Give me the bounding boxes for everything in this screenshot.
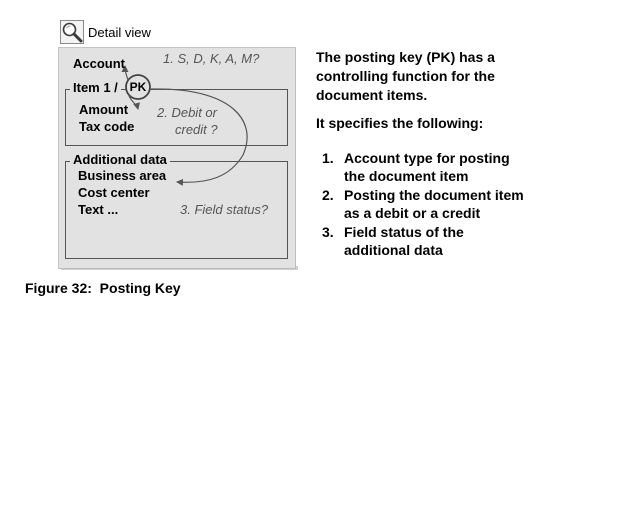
debit-credit-note-line1: 2. Debit or	[157, 105, 217, 120]
list-item-line2: as a debit or a credit	[344, 205, 481, 221]
text-label: Text ...	[78, 202, 119, 217]
account-type-options: 1. S, D, K, A, M?	[163, 51, 260, 66]
debit-credit-note-line2: credit ?	[175, 122, 218, 137]
field-status-note: 3. Field status?	[180, 202, 269, 217]
list-item-line1: Account type for posting	[344, 150, 510, 166]
detail-view-header: Detail view	[60, 20, 151, 44]
additional-data-group-box	[65, 161, 288, 259]
tax-code-label: Tax code	[79, 119, 135, 134]
additional-data-title: Additional data	[70, 152, 170, 167]
list-item-number: 2.	[322, 187, 334, 203]
list-item-line1: Posting the document item	[344, 187, 524, 203]
explanation-line-1: The posting key (PK) has a	[316, 49, 495, 65]
list-item: 3. Field status of the additional data	[316, 223, 576, 259]
pk-label: PK	[129, 80, 147, 94]
cost-center-label: Cost center	[78, 185, 150, 200]
specifies-heading: It specifies the following:	[316, 115, 484, 131]
list-item-number: 3.	[322, 224, 334, 240]
list-item-number: 1.	[322, 150, 334, 166]
list-item-line2: the document item	[344, 168, 469, 184]
explanation-line-2: controlling function for the	[316, 68, 495, 84]
list-item-line2: additional data	[344, 242, 443, 258]
amount-label: Amount	[79, 102, 129, 117]
magnifier-icon	[60, 20, 84, 44]
detail-view-title: Detail view	[88, 24, 151, 40]
business-area-label: Business area	[78, 168, 167, 183]
account-label: Account	[73, 56, 125, 71]
list-item-line1: Field status of the	[344, 224, 464, 240]
arrow-to-amount	[128, 95, 140, 110]
item-group-title: Item 1 /	[70, 80, 121, 95]
explanation-line-3: document items.	[316, 87, 428, 103]
arrow-to-account	[121, 65, 129, 81]
figure-caption: Figure 32: Posting Key	[25, 280, 181, 296]
posting-key-connector-arrows	[121, 65, 248, 186]
posting-key-functions-list: 1. Account type for posting the document…	[316, 149, 576, 260]
pk-circle	[125, 74, 151, 100]
list-item: 1. Account type for posting the document…	[316, 149, 576, 185]
list-item: 2. Posting the document item as a debit …	[316, 186, 576, 222]
arrow-to-business-area	[149, 88, 248, 186]
